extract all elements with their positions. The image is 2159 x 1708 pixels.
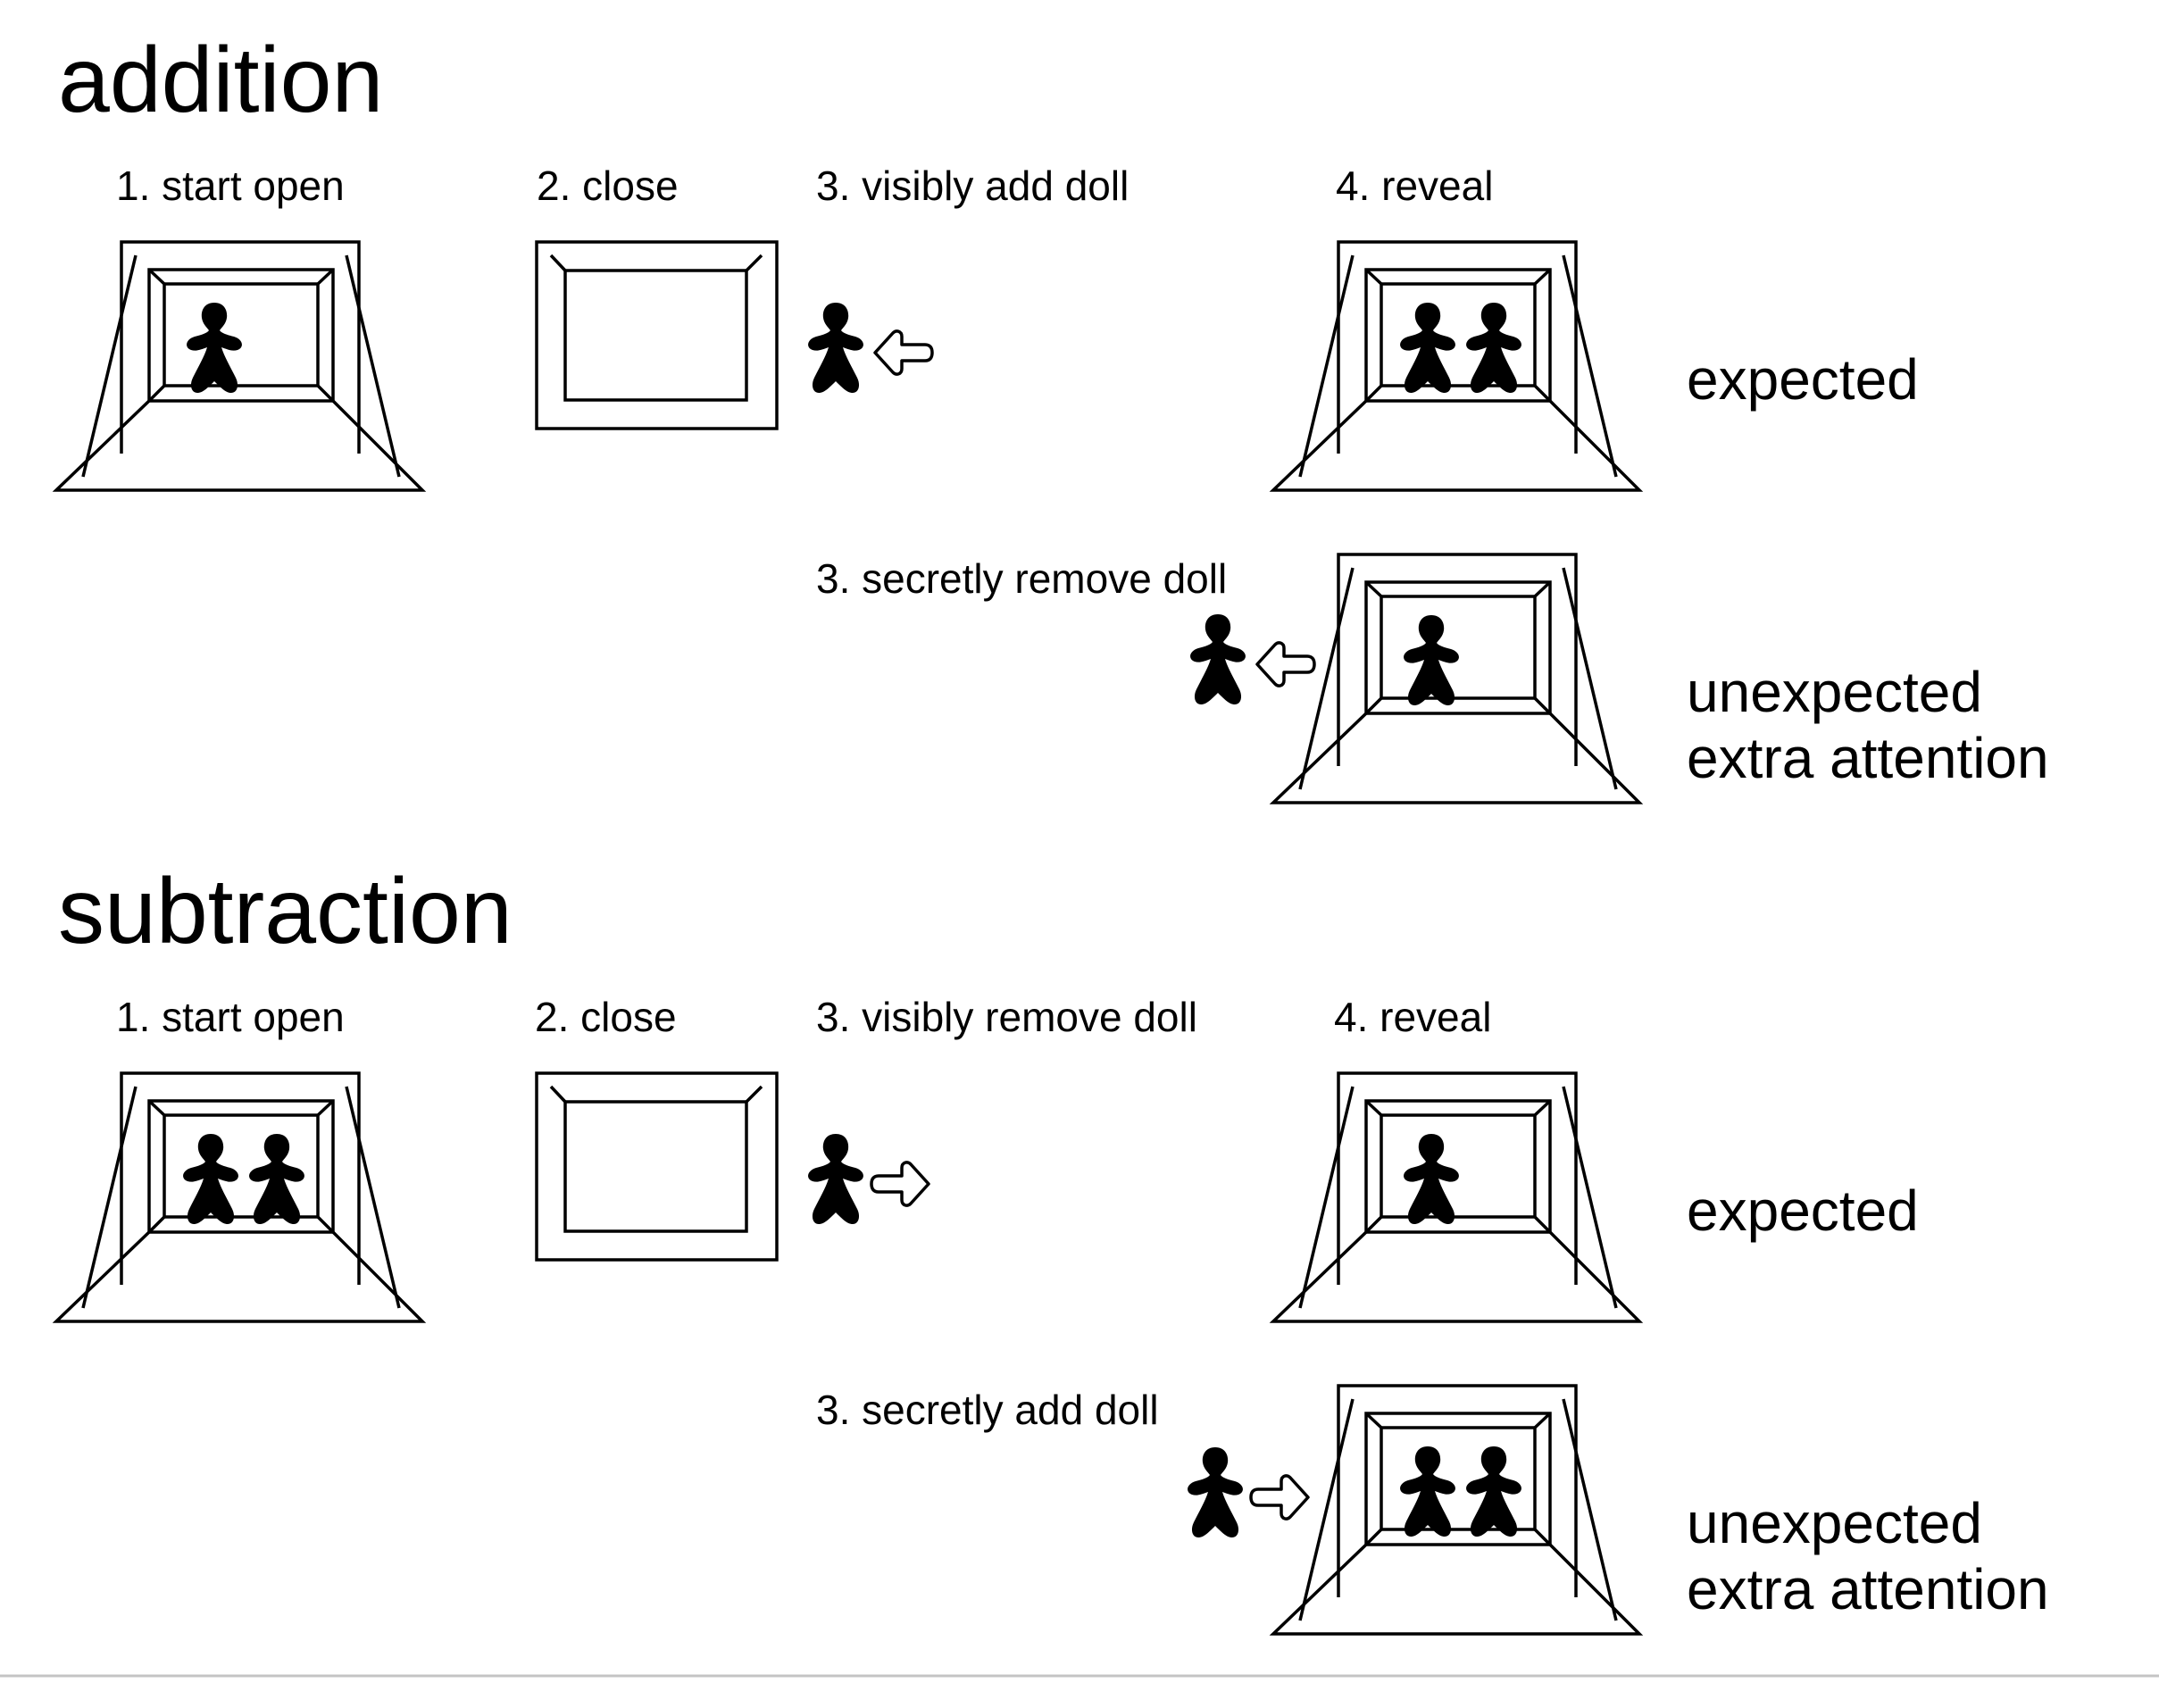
doll-icon bbox=[1404, 615, 1459, 705]
screen-outer bbox=[535, 240, 779, 430]
stage-start-open bbox=[52, 240, 427, 492]
stage-start-open bbox=[52, 1071, 427, 1323]
stage-bevels bbox=[1364, 1099, 1552, 1234]
stage-window-inner bbox=[1380, 595, 1537, 700]
step-label-close: 2. close bbox=[535, 994, 677, 1040]
step-label-secretly-add: 3. secretly add doll bbox=[816, 1387, 1159, 1433]
stage-window-inner bbox=[1380, 1426, 1537, 1531]
screen-corner-lines bbox=[549, 1085, 763, 1104]
arrow-right-icon bbox=[1249, 1474, 1310, 1521]
stage-floor bbox=[1269, 1543, 1644, 1636]
stage-outer-frame bbox=[120, 240, 361, 454]
doll-icon bbox=[808, 1134, 863, 1224]
section-heading-addition: addition bbox=[58, 29, 383, 132]
step-label-secretly-remove: 3. secretly remove doll bbox=[816, 555, 1227, 602]
stage-reveal-expected bbox=[1269, 240, 1644, 492]
screen-inner bbox=[563, 269, 748, 402]
stage-bevels bbox=[1364, 268, 1552, 403]
doll-transfer-visible bbox=[808, 303, 934, 393]
step-label-reveal: 4. reveal bbox=[1336, 162, 1493, 209]
stage-outer-frame bbox=[1337, 1071, 1578, 1285]
stage-window-inner bbox=[163, 1113, 320, 1219]
stage-window-frame bbox=[1364, 1412, 1552, 1546]
doll-transfer-secret bbox=[1190, 614, 1316, 704]
screen-outer bbox=[535, 1071, 779, 1262]
step-label-visibly-remove: 3. visibly remove doll bbox=[816, 994, 1197, 1040]
stage-reveal-expected bbox=[1269, 1071, 1644, 1323]
outcome-expected: expected bbox=[1687, 347, 1919, 412]
stage-curtains bbox=[81, 1086, 401, 1309]
doll-icon bbox=[183, 1134, 238, 1224]
stage-bevels bbox=[1364, 580, 1552, 715]
doll-icon bbox=[1190, 614, 1246, 704]
stage-reveal-unexpected bbox=[1269, 553, 1644, 804]
step-label-reveal: 4. reveal bbox=[1334, 994, 1491, 1040]
screen-inner bbox=[563, 1100, 748, 1233]
doll-icon bbox=[1188, 1447, 1243, 1537]
stage-curtains bbox=[81, 254, 401, 478]
screen-closed bbox=[535, 1071, 779, 1262]
stage-window-frame bbox=[1364, 268, 1552, 403]
stage-outer-frame bbox=[1337, 553, 1578, 766]
stage-curtains bbox=[1298, 1398, 1618, 1621]
stage-floor bbox=[52, 1230, 427, 1323]
doll-icon bbox=[1400, 303, 1455, 393]
stage-outer-frame bbox=[1337, 240, 1578, 454]
doll-icon bbox=[1404, 1134, 1459, 1224]
stage-floor bbox=[1269, 1230, 1644, 1323]
stage-window-inner bbox=[1380, 1113, 1537, 1219]
stage-outer-frame bbox=[1337, 1384, 1578, 1597]
stage-outer-frame bbox=[120, 1071, 361, 1285]
doll-transfer-secret bbox=[1188, 1447, 1310, 1537]
step-label-close: 2. close bbox=[537, 162, 679, 209]
stage-curtains bbox=[1298, 1086, 1618, 1309]
arrow-right-icon bbox=[870, 1161, 930, 1207]
stage-floor bbox=[1269, 399, 1644, 492]
stage-bevels bbox=[1364, 1412, 1552, 1546]
stage-curtains bbox=[1298, 567, 1618, 790]
stage-bevels bbox=[147, 1099, 335, 1234]
section-heading-subtraction: subtraction bbox=[58, 860, 513, 963]
arrow-left-icon bbox=[873, 329, 934, 376]
step-label-visibly-add: 3. visibly add doll bbox=[816, 162, 1129, 209]
section-addition: addition 1. start open 2. close 3. visib… bbox=[52, 29, 2049, 804]
stage-window-frame bbox=[147, 268, 335, 403]
step-label-start-open: 1. start open bbox=[116, 994, 345, 1040]
doll-icon bbox=[249, 1134, 304, 1224]
screen-closed bbox=[535, 240, 779, 430]
stage-window-frame bbox=[1364, 580, 1552, 715]
outcome-expected: expected bbox=[1687, 1179, 1919, 1243]
stage-bevels bbox=[147, 268, 335, 403]
doll-icon bbox=[1466, 303, 1521, 393]
outcome-unexpected: unexpected bbox=[1687, 1491, 1982, 1555]
doll-icon bbox=[1466, 1446, 1521, 1537]
outcome-extra-attention: extra attention bbox=[1687, 1557, 2049, 1621]
doll-icon bbox=[808, 303, 863, 393]
doll-icon bbox=[1400, 1446, 1455, 1537]
screen-corner-lines bbox=[549, 254, 763, 272]
outcome-unexpected: unexpected bbox=[1687, 660, 1982, 724]
stage-curtains bbox=[1298, 254, 1618, 478]
stage-window-frame bbox=[1364, 1099, 1552, 1234]
outcome-extra-attention: extra attention bbox=[1687, 726, 2049, 790]
section-subtraction: subtraction 1. start open 2. close 3. vi… bbox=[52, 860, 2049, 1636]
doll-icon bbox=[187, 303, 242, 393]
stage-floor bbox=[52, 399, 427, 492]
stage-window-inner bbox=[1380, 282, 1537, 387]
stage-window-inner bbox=[163, 282, 320, 387]
stage-window-frame bbox=[147, 1099, 335, 1234]
stage-reveal-unexpected bbox=[1269, 1384, 1644, 1636]
arrow-left-icon bbox=[1255, 641, 1316, 687]
step-label-start-open: 1. start open bbox=[116, 162, 345, 209]
doll-transfer-visible bbox=[808, 1134, 930, 1224]
stage-floor bbox=[1269, 712, 1644, 804]
